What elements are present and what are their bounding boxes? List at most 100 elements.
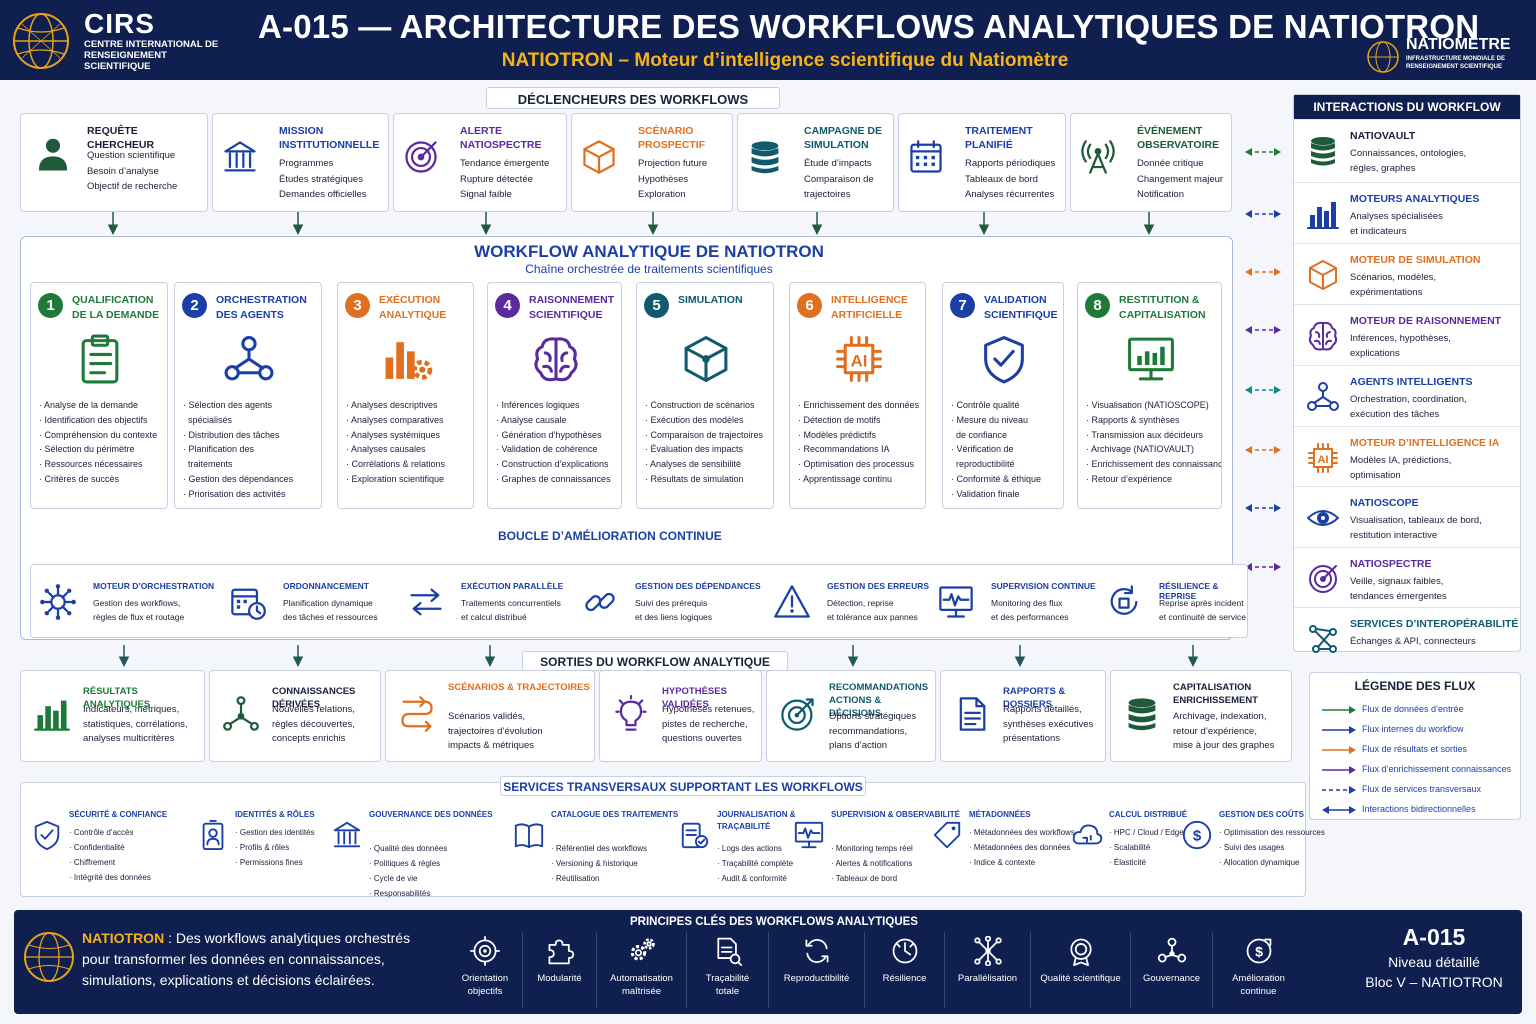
brain-icon <box>530 333 582 390</box>
service-line: · Audit & conformité <box>717 874 787 883</box>
footer-banner: NATIOTRON : Des workflows analytiques or… <box>14 910 1522 1014</box>
interaction-desc: Inférences, hypothèses, <box>1350 333 1451 344</box>
output-line: recommandations, <box>829 725 908 737</box>
principle-label: Gouvernance <box>1142 973 1201 984</box>
step-title: ORCHESTRATION DES AGENTS <box>216 294 307 321</box>
resilience-icon <box>865 936 944 966</box>
services-section-title: SERVICES TRANSVERSAUX SUPPORTANT LES WOR… <box>500 776 866 796</box>
interaction-desc: Connaissances, ontologies, <box>1350 148 1467 159</box>
output-line: impacts & métriques <box>448 740 535 751</box>
interaction-desc: règles, graphes <box>1350 163 1416 174</box>
svg-text:AI: AI <box>850 352 867 371</box>
refresh-icon <box>769 936 864 966</box>
interaction-desc: Modèles IA, prédictions, <box>1350 455 1452 466</box>
document-bloc: Bloc V – NATIOTRON <box>1365 974 1503 990</box>
bidirectional-arrow <box>1245 504 1281 512</box>
interaction-desc: explications <box>1350 348 1400 359</box>
shield-check-icon <box>978 333 1030 390</box>
step-line: · Enrichissement des données <box>798 400 920 410</box>
step-line: · Graphes de connaissances <box>496 473 611 484</box>
footer-statement-text: : Des workflows analytiques orchestrés p… <box>82 930 411 988</box>
bidirectional-arrow <box>1245 326 1281 334</box>
service-line: · Scalabilité <box>1109 843 1151 852</box>
triggers-section-title: DÉCLENCHEURS DES WORKFLOWS <box>486 87 780 109</box>
infra-title: ORDONNANCEMENT <box>283 581 369 591</box>
brand-right-subtitle: INFRASTRUCTURE MONDIALE DE RENSEIGNEMENT… <box>1406 56 1505 70</box>
principle-label: Résilience <box>882 973 927 984</box>
service-line: · Confidentialité <box>69 843 125 852</box>
interactions-panel-title: INTERACTIONS DU WORKFLOW <box>1294 95 1520 119</box>
chart-gear-icon <box>381 333 433 390</box>
step-line: · Transmission aux décideurs <box>1086 429 1204 440</box>
principle-item: $ Amélioration continue <box>1212 932 1304 1008</box>
service-line: · Permissions fines <box>235 858 303 867</box>
page-title: A-015 — ARCHITECTURE DES WORKFLOWS ANALY… <box>258 8 1480 45</box>
service-title: SÉCURITÉ & CONFIANCE <box>69 810 168 819</box>
warning-icon <box>773 583 811 626</box>
principle-item: Orientation objectifs <box>448 932 522 1008</box>
target-arrow-icon <box>779 695 817 738</box>
service-line: · Référentiel des workflows <box>551 844 648 853</box>
principle-label: Parallélisation <box>957 973 1018 984</box>
legend-title: LÉGENDE DES FLUX <box>1354 679 1476 693</box>
bars-icon <box>33 695 71 738</box>
step-line: · Exploration scientifique <box>346 473 445 484</box>
output-line: synthèses exécutives <box>1003 718 1094 730</box>
trigger-title: ÉVÉNEMENT OBSERVATOIRE <box>1137 125 1220 151</box>
service-title: GESTION DES COÛTS <box>1219 810 1304 819</box>
legend-label: Interactions bidirectionnelles <box>1362 804 1476 814</box>
step-line: · Compréhension du contexte <box>39 429 158 440</box>
step-line: · Retour d’expérience <box>1086 473 1173 484</box>
step-title: QUALIFICATION DE LA DEMANDE <box>72 294 160 321</box>
outputs-section-title: SORTIES DU WORKFLOW ANALYTIQUE <box>522 651 788 671</box>
principle-item: Traçabilité totale <box>686 932 768 1008</box>
infra-line: Planification dynamique <box>283 598 373 608</box>
simulation-cube-icon <box>680 333 732 390</box>
interaction-title: SERVICES D’INTEROPÉRABILITÉ <box>1350 618 1519 630</box>
calendar-clock-icon <box>229 583 267 626</box>
principle-label: Amélioration continue <box>1232 973 1285 997</box>
bidirectional-arrow <box>1245 210 1281 218</box>
step-line: · Validation finale <box>951 488 1020 499</box>
trigger-title: TRAITEMENT PLANIFIÉ <box>965 125 1033 151</box>
header-banner: CIRS CENTRE INTERNATIONAL DE RENSEIGNEME… <box>0 0 1536 80</box>
output-line: Scénarios validés, <box>448 711 526 722</box>
tag-icon <box>931 819 963 856</box>
service-line: · Indice & contexte <box>969 858 1036 867</box>
calendar-icon <box>907 138 945 181</box>
output-line: Nouvelles relations, <box>272 704 355 715</box>
output-line: Options stratégiques <box>829 711 917 722</box>
service-line: · Gestion des identités <box>235 828 315 837</box>
output-line: pistes de recherche, <box>662 718 748 730</box>
step-line: · Analyses causales <box>346 444 426 455</box>
step-number: 1 <box>38 293 63 318</box>
output-line: règles découvertes, <box>272 718 355 730</box>
bidirectional-interaction-arrows <box>1245 148 1281 571</box>
infra-line: règles de flux et routage <box>93 612 185 622</box>
output-line: présentations <box>1003 733 1061 744</box>
improvement-icon: $ <box>1213 936 1304 966</box>
interaction-title: MOTEUR D’INTELLIGENCE IA <box>1350 437 1500 449</box>
service-title: IDENTITÉS & RÔLES <box>235 810 315 819</box>
step-line: · Génération d’hypothèses <box>496 429 602 440</box>
step-line: traitements <box>183 459 233 470</box>
footer-brand: NATIOTRON <box>82 930 165 946</box>
infra-line: Reprise après incident <box>1159 598 1244 608</box>
step-line: · Sélection des agents <box>183 400 273 410</box>
step-number: 7 <box>950 293 975 318</box>
step-line: · Critères de succès <box>39 473 120 484</box>
trigger-line: Comparaison de <box>804 173 874 185</box>
service-line: · Politiques & règles <box>369 859 441 868</box>
legend-item: Flux de résultats et sorties <box>1322 743 1522 757</box>
service-title: JOURNALISATION & TRAÇABILITÉ <box>717 810 796 831</box>
cube-icon <box>1306 258 1340 297</box>
trigger-line: Exploration <box>638 189 686 200</box>
document-code: A-015 <box>1402 924 1466 950</box>
output-line: statistiques, corrélations, <box>83 718 188 730</box>
step-line: · Sélection du périmètre <box>39 444 135 455</box>
